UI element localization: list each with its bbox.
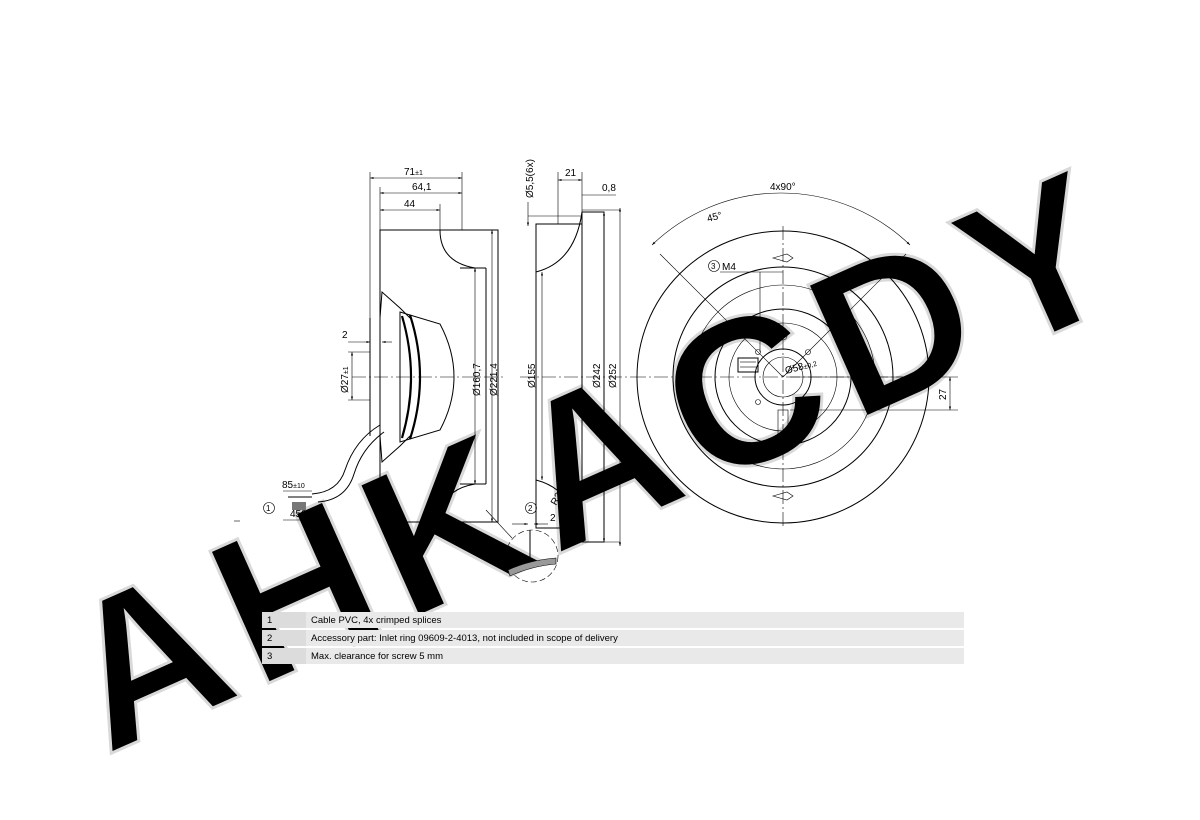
dim-71: 71±1 (404, 167, 423, 178)
bolt-hole-1 (805, 349, 811, 355)
dim-450: 450±20 (290, 509, 318, 520)
legend-row: 2 Accessory part: Inlet ring 09609-2-401… (262, 630, 964, 646)
legend-text: Max. clearance for screw 5 mm (311, 650, 443, 662)
legend-row: 3 Max. clearance for screw 5 mm (262, 648, 964, 664)
cable (311, 424, 385, 503)
callout-3-circle (708, 260, 720, 272)
angle-ray-left (659, 253, 784, 378)
dim-58: Ø58±0,2 (784, 358, 818, 377)
callout-2: 2 (528, 504, 533, 513)
label-plate (737, 357, 759, 373)
watermark-text: AHKACDY (29, 121, 1161, 797)
inlet-curve-top (439, 229, 476, 269)
dim-45: 45° (706, 210, 723, 225)
plan-view: 4x90° 45° 3 M4 Ø58±0,2 27 (632, 182, 958, 528)
dim-160: Ø160,7 (472, 363, 483, 396)
legend-table: 1 Cable PVC, 4x crimped splices 2 Access… (262, 612, 964, 666)
dim-242: Ø242 (592, 363, 603, 388)
watermark: AHKACDY (28, 119, 1163, 798)
callout-3: 3 (711, 262, 716, 271)
dim-252: Ø252 (608, 363, 619, 388)
direction-arrow-top (771, 253, 794, 263)
ring-profile (535, 211, 583, 541)
legend-number: 3 (262, 648, 306, 664)
dim-27-plan: 27 (938, 388, 949, 400)
dim-155: Ø155 (527, 363, 538, 388)
angle-ray-right (782, 253, 907, 378)
dim-27-front: Ø27±1 (340, 366, 351, 393)
dim-64: 64,1 (412, 182, 432, 193)
legend-number: 1 (262, 612, 306, 628)
r21-leader (559, 469, 577, 489)
bolt-hole-2 (805, 399, 811, 405)
direction-arrow-bottom (771, 491, 794, 501)
callout-2-circle (525, 502, 537, 514)
legend-text: Cable PVC, 4x crimped splices (311, 614, 442, 626)
bolt-hole-3 (755, 399, 761, 405)
dim-m4: M4 (722, 262, 736, 273)
cable-exit (777, 409, 789, 453)
dim-bolt: Ø5,5(6x) (525, 159, 536, 198)
callout-1-circle (263, 502, 275, 514)
dim-85: 85±10 (282, 480, 305, 491)
dim-4x90: 4x90° (770, 182, 796, 193)
legend-number: 2 (262, 630, 306, 646)
rotor-outer-shell (399, 311, 455, 443)
legend-text: Accessory part: Inlet ring 09609-2-4013,… (311, 632, 618, 644)
angle-arc (651, 192, 911, 246)
cable-splice (292, 502, 306, 510)
bolt-hole-4 (755, 349, 761, 355)
fan-housing-outline (379, 229, 499, 523)
callout-1: 1 (266, 504, 271, 513)
dim-2-front: 2 (342, 330, 348, 341)
detail-circle (505, 529, 559, 583)
inlet-curve-bottom (439, 483, 476, 523)
dim-221: Ø221,4 (489, 363, 500, 396)
dim-44: 44 (404, 199, 416, 210)
detail-leader (485, 509, 513, 539)
dim-gap: 2 (550, 513, 556, 524)
ring-view: Ø5,5(6x) 21 0,8 Ø155 Ø242 Ø252 R21 2 2 (485, 159, 632, 583)
front-view: 71±1 64,1 44 2 Ø27±1 Ø160,7 Ø221,4 85±10… (234, 167, 505, 523)
dim-08: 0,8 (602, 183, 616, 194)
detail-section (507, 557, 557, 577)
dim-21: 21 (565, 168, 577, 179)
legend-row: 1 Cable PVC, 4x crimped splices (262, 612, 964, 628)
